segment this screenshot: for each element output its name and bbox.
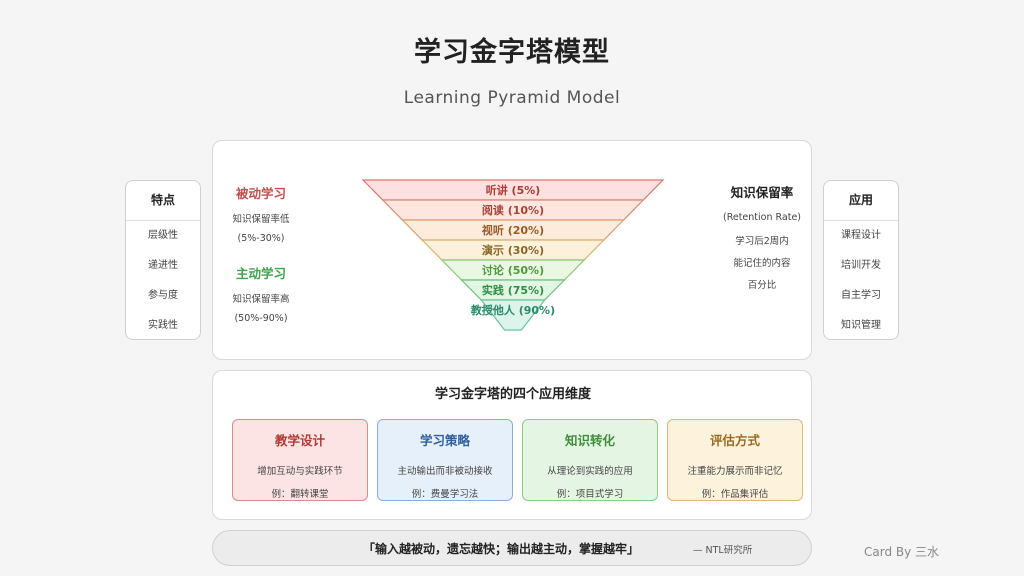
active-learning-label: 主动学习 知识保留率高 (50%-90%): [211, 263, 311, 324]
feature-item: 层级性: [148, 230, 178, 241]
dimension-desc: 主动输出而非被动接收: [397, 466, 493, 477]
dimensions-card: 学习金字塔的四个应用维度 教学设计 增加互动与实践环节 例：翻转课堂 学习策略 …: [212, 370, 812, 520]
dimension-learning-strategy: 学习策略 主动输出而非被动接收 例：费曼学习法: [377, 419, 513, 501]
retention-subtitle: (Retention Rate): [722, 212, 802, 223]
passive-learning-range: (5%-30%): [237, 233, 285, 244]
quote-bar: 「输入越被动，遗忘越快；输出越主动，掌握越牢」 — NTL研究所: [212, 530, 812, 566]
dimension-example: 例：费曼学习法: [411, 489, 479, 500]
learning-pyramid: 听讲 (5%) 阅读 (10%) 视听 (20%) 演示 (30%) 讨论 (50%) 实…: [361, 179, 665, 331]
application-item: 培训开发: [841, 260, 881, 271]
pyramid-tier: 视听 (20%): [400, 219, 626, 241]
pyramid-tier-label: 视听 (20%): [482, 223, 544, 237]
dimension-name: 教学设计: [274, 433, 325, 448]
pyramid-tier: 讨论 (50%): [440, 259, 586, 281]
retention-desc: 学习后2周内 能记住的内容 百分比: [710, 231, 814, 297]
dimension-example: 例：翻转课堂: [271, 489, 329, 500]
dimension-example: 例：项目式学习: [556, 489, 624, 500]
dimension-desc: 从理论到实践的应用: [547, 466, 633, 477]
pyramid-tier: 实践 (75%): [460, 279, 566, 301]
passive-learning-desc: 知识保留率低: [232, 214, 290, 225]
application-item: 知识管理: [841, 320, 881, 331]
feature-item: 参与度: [148, 290, 178, 301]
dimension-desc: 增加互动与实践环节: [257, 466, 343, 477]
retention-line: 百分比: [747, 280, 777, 291]
applications-heading: 应用: [824, 181, 898, 221]
pyramid-tier-label: 教授他人 (90%): [470, 303, 555, 317]
active-learning-range: (50%-90%): [234, 313, 288, 324]
applications-card: 应用 课程设计 培训开发 自主学习 知识管理: [823, 180, 899, 340]
dimension-example: 例：作品集评估: [701, 489, 769, 500]
pyramid-tier: 阅读 (10%): [381, 199, 645, 221]
active-learning-title: 主动学习: [235, 266, 286, 281]
dimension-desc: 注重能力展示而非记忆: [687, 466, 783, 477]
dimensions-title: 学习金字塔的四个应用维度: [434, 387, 591, 402]
application-item: 课程设计: [841, 230, 881, 241]
features-heading: 特点: [126, 181, 200, 221]
pyramid-tier-label: 讨论 (50%): [482, 263, 544, 277]
pyramid-tier-label: 听讲 (5%): [486, 183, 541, 197]
pyramid-tier-label: 阅读 (10%): [482, 203, 544, 217]
dimension-knowledge-transfer: 知识转化 从理论到实践的应用 例：项目式学习: [522, 419, 658, 501]
dimension-name: 评估方式: [709, 433, 760, 448]
features-card: 特点 层级性 递进性 参与度 实践性: [125, 180, 201, 340]
retention-line: 能记住的内容: [733, 258, 791, 269]
pyramid-tier: 演示 (30%): [420, 239, 606, 261]
page-subtitle: Learning Pyramid Model: [403, 88, 621, 108]
retention-label: 知识保留率 (Retention Rate) 学习后2周内 能记住的内容 百分比: [710, 182, 814, 297]
page-title: 学习金字塔模型: [414, 37, 610, 68]
passive-learning-title: 被动学习: [235, 186, 286, 201]
pyramid-tier-label: 演示 (30%): [482, 243, 544, 257]
retention-title: 知识保留率: [730, 185, 794, 200]
passive-learning-label: 被动学习 知识保留率低 (5%-30%): [211, 183, 311, 244]
dimension-name: 知识转化: [564, 433, 615, 448]
feature-item: 实践性: [148, 320, 178, 331]
card-credit: Card By 三水: [864, 545, 940, 559]
dimension-assessment: 评估方式 注重能力展示而非记忆 例：作品集评估: [667, 419, 803, 501]
quote-source: — NTL研究所: [693, 545, 753, 556]
dimension-name: 学习策略: [419, 433, 470, 448]
retention-line: 学习后2周内: [735, 236, 789, 247]
pyramid-tier: 教授他人 (90%): [470, 299, 555, 331]
application-item: 自主学习: [841, 290, 881, 301]
pyramid-tier: 听讲 (5%): [361, 179, 665, 201]
pyramid-tier-shape: [480, 299, 546, 331]
active-learning-desc: 知识保留率高: [232, 294, 290, 305]
pyramid-tier-label: 实践 (75%): [482, 283, 544, 297]
feature-item: 递进性: [148, 260, 178, 271]
quote-text: 「输入越被动，遗忘越快；输出越主动，掌握越牢」: [363, 542, 640, 556]
dimension-teaching-design: 教学设计 增加互动与实践环节 例：翻转课堂: [232, 419, 368, 501]
